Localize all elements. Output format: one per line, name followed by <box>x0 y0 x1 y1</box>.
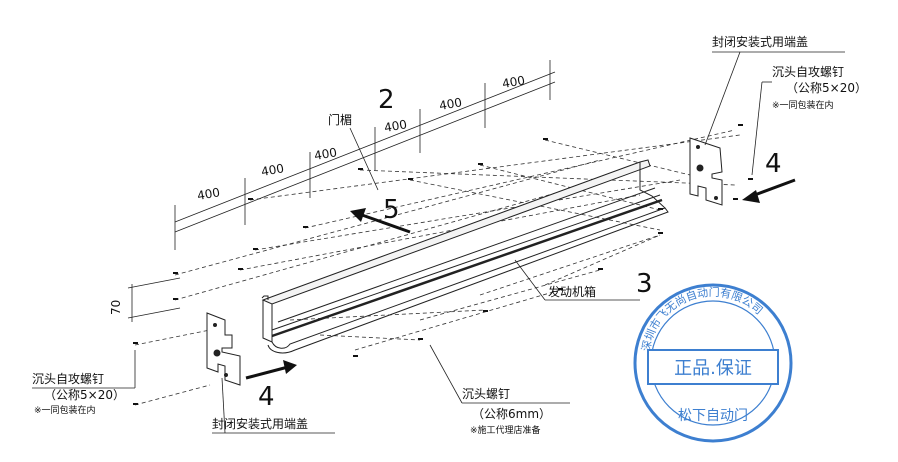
span-labels: 400 400 400 400 400 400 <box>196 73 526 203</box>
countersunk-screw-leader <box>429 344 463 404</box>
screw-top-spec: （公称5×20） <box>786 81 867 95</box>
end-cap-top-label: 封闭安装式用端盖 <box>712 34 808 49</box>
end-cap-left <box>206 312 241 386</box>
step-number-direction: 5 <box>383 195 400 225</box>
screw-top-note: ※一同包装在内 <box>772 99 834 111</box>
span-label-4: 400 <box>383 117 408 135</box>
span-label-6: 400 <box>501 73 526 91</box>
span-label-3: 400 <box>313 145 338 163</box>
step-number-end-cap-left: 4 <box>258 382 275 412</box>
stamp-ring-text: 深圳市飞无尚自动门有限公司 <box>639 285 765 353</box>
end-cap-left-arrow <box>245 360 297 380</box>
direction-arrow <box>350 208 411 234</box>
motor-box <box>261 159 669 354</box>
end-cap-top-leader <box>704 51 741 146</box>
screw-left-spec: （公称5×20） <box>44 388 125 402</box>
stamp-bottom-text: 松下自动门 <box>678 408 748 424</box>
span-label-2: 400 <box>260 161 285 179</box>
step-number-lintel: 2 <box>378 85 395 115</box>
screw-left-note: ※一同包装在内 <box>34 404 96 416</box>
countersunk-screw-note: ※施工代理店准备 <box>470 424 541 436</box>
screw-top-name: 沉头自攻螺钉 <box>772 65 844 79</box>
authenticity-stamp: 深圳市飞无尚自动门有限公司 正品.保证 松下自动门 <box>633 283 793 443</box>
screw-marks <box>133 124 753 405</box>
step-number-end-cap-right: 4 <box>765 149 782 179</box>
screw-top-leader <box>751 81 763 176</box>
countersunk-screw-name: 沉头螺钉 <box>462 387 510 401</box>
motor-box-label: 发动机箱 <box>548 284 596 299</box>
motor-box-leader <box>514 259 546 301</box>
lintel-dimension-lines <box>174 60 556 250</box>
screw-left-name: 沉头自攻螺钉 <box>32 372 104 386</box>
height-dimension <box>127 277 181 322</box>
height-label: 70 <box>109 300 123 315</box>
lintel-label: 门楣 <box>328 112 352 127</box>
end-cap-right <box>689 137 723 206</box>
span-label-5: 400 <box>438 95 463 113</box>
span-label-1: 400 <box>196 185 221 203</box>
end-cap-bottom-leader <box>221 377 226 434</box>
lintel-leader <box>349 127 379 191</box>
end-cap-bottom-label: 封闭安装式用端盖 <box>212 416 308 431</box>
step-number-motor-box: 3 <box>636 269 653 299</box>
stamp-center-text: 正品.保证 <box>674 358 752 379</box>
countersunk-screw-spec: （公称6mm） <box>472 407 551 421</box>
end-cap-right-arrow <box>742 178 796 203</box>
